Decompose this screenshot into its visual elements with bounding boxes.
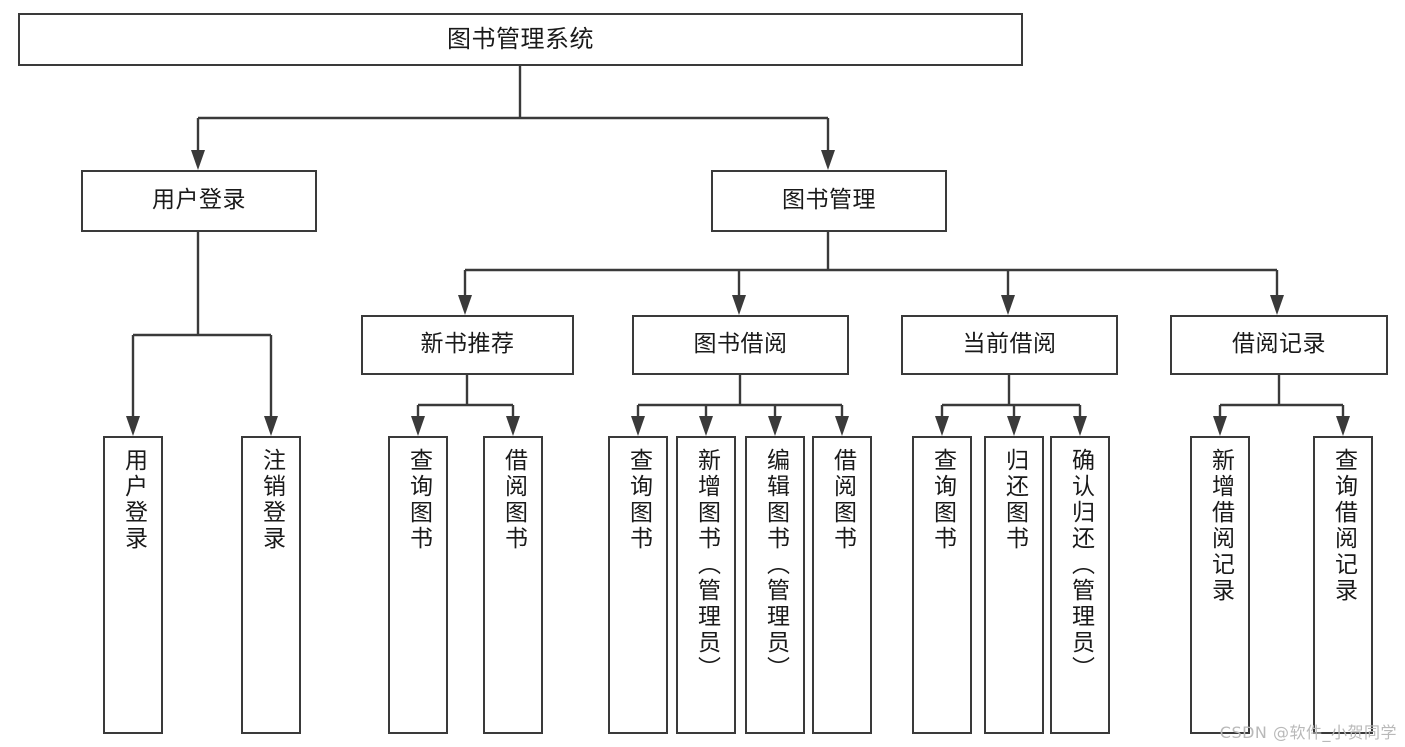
node-root[interactable]: 图书管理系统	[18, 13, 1023, 66]
node-book-manage-label: 图书管理	[782, 187, 876, 214]
node-leaf-add-book[interactable]: 新增图书（管理员）	[676, 436, 736, 734]
node-leaf-borrow-book-1-label: 借阅图书	[500, 448, 527, 552]
node-leaf-query-book-3[interactable]: 查询图书	[912, 436, 972, 734]
node-leaf-borrow-book-2-label: 借阅图书	[829, 448, 856, 552]
node-leaf-logout[interactable]: 注销登录	[241, 436, 301, 734]
node-leaf-query-record[interactable]: 查询借阅记录	[1313, 436, 1373, 734]
node-leaf-user-login[interactable]: 用户登录	[103, 436, 163, 734]
node-leaf-query-book-2[interactable]: 查询图书	[608, 436, 668, 734]
node-leaf-query-book-1-label: 查询图书	[405, 448, 432, 552]
node-leaf-add-record[interactable]: 新增借阅记录	[1190, 436, 1250, 734]
node-leaf-add-record-label: 新增借阅记录	[1207, 448, 1234, 604]
node-book-borrow-label: 图书借阅	[693, 331, 788, 358]
node-leaf-query-book-1[interactable]: 查询图书	[388, 436, 448, 734]
node-leaf-return-book[interactable]: 归还图书	[984, 436, 1044, 734]
node-new-book-rec-label: 新书推荐	[420, 331, 515, 358]
node-leaf-logout-label: 注销登录	[258, 448, 285, 552]
node-leaf-return-book-label: 归还图书	[1001, 448, 1028, 552]
node-leaf-query-book-2-label: 查询图书	[625, 448, 652, 552]
node-user-login[interactable]: 用户登录	[81, 170, 317, 232]
node-leaf-query-record-label: 查询借阅记录	[1330, 448, 1357, 604]
node-book-manage[interactable]: 图书管理	[711, 170, 947, 232]
node-borrow-record-label: 借阅记录	[1232, 331, 1326, 358]
node-current-borrow[interactable]: 当前借阅	[901, 315, 1118, 375]
node-borrow-record[interactable]: 借阅记录	[1170, 315, 1388, 375]
node-new-book-rec[interactable]: 新书推荐	[361, 315, 574, 375]
node-leaf-borrow-book-2[interactable]: 借阅图书	[812, 436, 872, 734]
node-root-label: 图书管理系统	[447, 25, 594, 54]
csdn-watermark: CSDN @软件_小贺同学	[1219, 723, 1397, 742]
node-current-borrow-label: 当前借阅	[962, 331, 1057, 358]
node-user-login-label: 用户登录	[152, 187, 246, 214]
node-book-borrow[interactable]: 图书借阅	[632, 315, 849, 375]
node-leaf-edit-book[interactable]: 编辑图书（管理员）	[745, 436, 805, 734]
node-leaf-confirm-return[interactable]: 确认归还（管理员）	[1050, 436, 1110, 734]
node-leaf-user-login-label: 用户登录	[120, 448, 147, 552]
node-leaf-borrow-book-1[interactable]: 借阅图书	[483, 436, 543, 734]
node-leaf-query-book-3-label: 查询图书	[929, 448, 956, 552]
node-leaf-edit-book-label: 编辑图书（管理员）	[762, 448, 789, 682]
node-leaf-add-book-label: 新增图书（管理员）	[693, 448, 720, 682]
node-leaf-confirm-return-label: 确认归还（管理员）	[1067, 448, 1094, 682]
